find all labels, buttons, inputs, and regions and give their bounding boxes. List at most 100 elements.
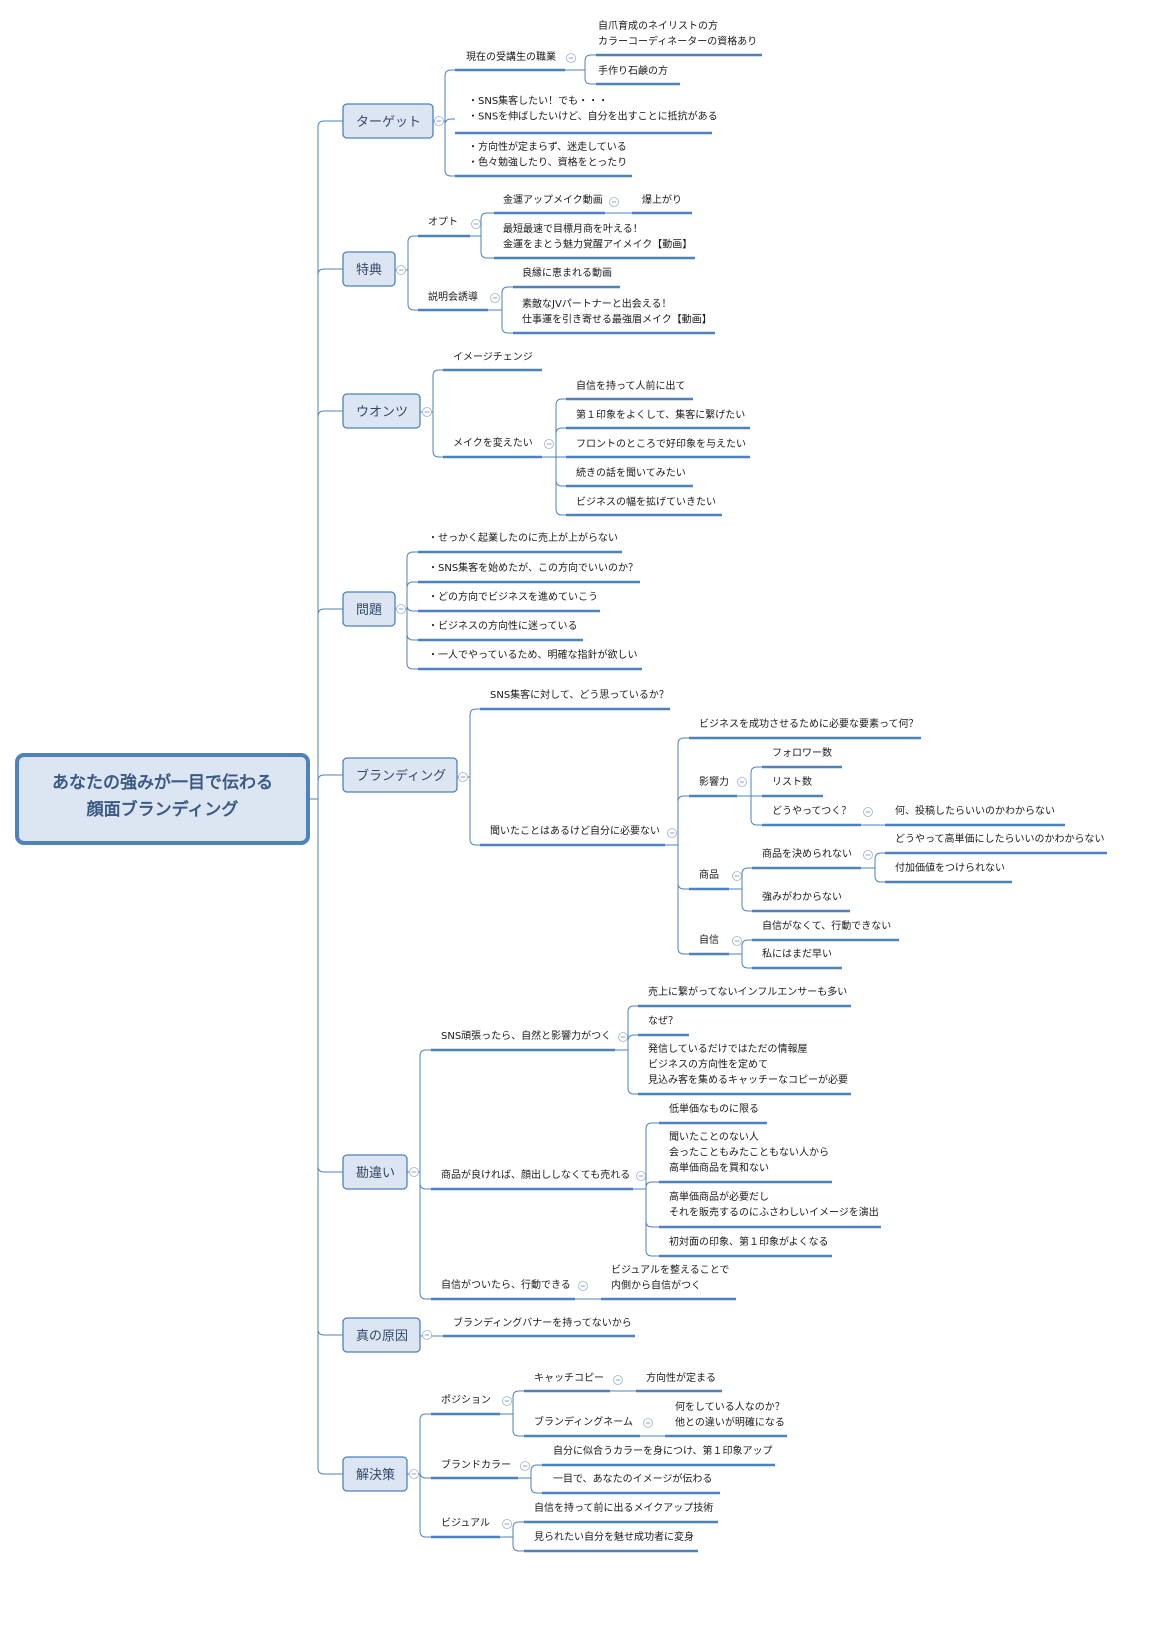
shin-c1-label: ブランディングバナーを持ってないから [453,1316,632,1329]
wants-w2-collapse-icon[interactable] [544,439,554,449]
target-job-a-label: カラーコーディネーターの資格あり [598,35,757,48]
target-job-b: 手作り石鹸の方 [598,64,668,77]
kanchigai-k1: SNS頑張ったら、自然と影響力がつく [441,1029,611,1042]
wants-w1-label: イメージチェンジ [453,351,533,363]
wants-collapse-icon[interactable] [422,407,432,417]
tokuten-s1: 良縁に恵まれる動画 [522,266,612,279]
kaiketsu-color: ブランドカラー [441,1458,511,1471]
kaiketsu-v2: 見られたい自分を魅せ成功者に変身 [534,1530,694,1543]
root-topic-box[interactable] [15,753,310,845]
branding-kimerarenai: 商品を決められない [762,847,852,860]
tokuten-opt1-child: 爆上がり [642,193,682,206]
collapse-buttons[interactable] [396,53,873,1529]
target-job-collapse-icon[interactable] [566,53,576,63]
kaiketsu-box[interactable] [342,1456,408,1492]
mondai-item-label: ・どの方向でビジネスを進めていこう [428,590,598,603]
shin-collapse-icon[interactable] [422,1330,432,1340]
branding-how-collapse-icon[interactable] [863,807,873,817]
wants-w2: メイクを変えたい [453,436,533,449]
kaiketsu-v1: 自信を持って前に出るメイクアップ技術 [534,1501,713,1514]
kaiketsu-color1: 自分に似合うカラーを身につけ、第１印象アップ [553,1444,773,1457]
mondai-collapse-icon[interactable] [396,604,406,614]
mondai-item: ・一人でやっているため、明確な指針が欲しい [428,648,638,661]
target-t3-label: ・色々勉強したり、資格をとったり [468,156,627,169]
kaiketsu-pos-label: ポジション [441,1394,491,1406]
kaiketsu-collapse-icon[interactable] [409,1469,419,1479]
kaiketsu-bname: ブランディングネーム [534,1415,633,1428]
branding-b2-label: 聞いたことはあるけど自分に必要ない [490,824,660,837]
wants-w2-item: 第１印象をよくして、集客に繋げたい [576,408,745,421]
kaiketsu-catch-collapse-icon[interactable] [613,1375,623,1385]
kanchigai-label: 勘違い [356,1166,395,1181]
branding-how-child-label: 何、投稿したらいいのかわからない [895,804,1055,817]
branding-b2-collapse-icon[interactable] [667,828,677,838]
kaiketsu-color1-label: 自分に似合うカラーを身につけ、第１印象アップ [553,1444,773,1457]
branding-b2: 聞いたことはあるけど自分に必要ない [490,824,660,837]
branding-box[interactable] [342,757,458,793]
branding-how-label: どうやってつく？ [772,805,851,817]
branding-how-child: 何、投稿したらいいのかわからない [895,804,1055,817]
tokuten-opt-collapse-icon[interactable] [471,219,481,229]
wants-w2-item: 続きの話を聞いてみたい [576,466,686,479]
kanchigai-collapse-icon[interactable] [409,1167,419,1177]
mondai-item: ・SNS集客を始めたが、この方向でいいのか？ [428,561,638,574]
branding-b1-label: SNS集客に対して、どう思っているか？ [490,688,669,701]
shin-box[interactable] [342,1317,421,1353]
wants-box[interactable] [342,393,421,429]
topic-underlines [418,53,1107,1553]
target-box[interactable] [342,103,434,139]
kaiketsu-bname-collapse-icon[interactable] [643,1418,653,1428]
kanchigai-k2-collapse-icon[interactable] [636,1171,646,1181]
kaiketsu-pos-collapse-icon[interactable] [502,1396,512,1406]
kaiketsu-catch-child-label: 方向性が定まる [646,1371,716,1384]
kanchigai-k3-collapse-icon[interactable] [578,1281,588,1291]
branding-tsuyomi-label: 強みがわからない [762,890,842,903]
kaiketsu-v1-label: 自信を持って前に出るメイクアップ技術 [534,1501,713,1514]
branding-eikyo-collapse-icon[interactable] [737,777,747,787]
target-job-label: 現在の受講生の職業 [466,50,556,63]
shin-label: 真の原因 [356,1329,408,1344]
branding-shohin-label: 商品 [699,868,719,881]
kanchigai-k2-c1-label: 低単価なものに限る [669,1102,759,1115]
mondai-item-label: ・せっかく起業したのに売上が上がらない [428,531,618,544]
target-collapse-icon[interactable] [434,116,444,126]
kanchigai-k3-c-label: 内側から自信がつく [611,1279,701,1292]
mondai-item: ・せっかく起業したのに売上が上がらない [428,531,618,544]
tokuten-opt1-collapse-icon[interactable] [609,197,619,207]
branding-shohin-collapse-icon[interactable] [732,871,742,881]
kanchigai-k1-collapse-icon[interactable] [618,1032,628,1042]
target-t3: ・方向性が定まらず、迷走している・色々勉強したり、資格をとったり [468,140,627,169]
kaiketsu-bname-child-label: 他との違いが明確になる [675,1416,785,1429]
tokuten-box[interactable] [342,251,396,287]
kanchigai-k1-c3-label: 見込み客を集めるキャッチーなコピーが必要 [648,1073,848,1086]
branding-kimerarenai-collapse-icon[interactable] [863,850,873,860]
target-job-b-label: 手作り石鹸の方 [598,64,668,77]
branding-k2-label: 付加価値をつけられない [895,861,1005,874]
kanchigai-k3-label: 自信がついたら、行動できる [441,1278,571,1291]
topic-labels: あなたの強みが一目で伝わる顔面ブランディングターゲット特典ウオンツ問題ブランディ… [52,19,1105,1543]
branding-collapse-icon[interactable] [458,772,468,782]
tokuten-setsumei-collapse-icon[interactable] [490,293,500,303]
kanchigai-k1-c3-label: 発信しているだけではただの情報屋 [648,1042,808,1055]
branding-jishin-collapse-icon[interactable] [732,936,742,946]
kaiketsu-color-collapse-icon[interactable] [520,1461,530,1471]
mondai-item-label: ・SNS集客を始めたが、この方向でいいのか？ [428,561,638,574]
kaiketsu-pos: ポジション [441,1394,491,1406]
tokuten-label: 特典 [356,263,382,278]
branding-list: リスト数 [772,775,812,788]
mondai-label: 問題 [356,603,382,618]
tokuten-collapse-icon[interactable] [396,265,406,275]
kanchigai-box[interactable] [342,1154,408,1190]
wants-w2-item-label: ビジネスの幅を拡げていきたい [576,495,716,508]
mondai-box[interactable] [342,591,396,627]
branding-jishin: 自信 [699,933,719,946]
kaiketsu-catch-child: 方向性が定まる [646,1371,716,1384]
branding-k2: 付加価値をつけられない [895,861,1005,874]
tokuten-opt-label: オプト [428,216,458,228]
kaiketsu-label: 解決策 [356,1467,395,1483]
kanchigai-k1-c3: 発信しているだけではただの情報屋ビジネスの方向性を定めて見込み客を集めるキャッチ… [648,1042,848,1086]
tokuten-opt2-label: 金運をまとう魅力覚醒アイメイク【動画】 [503,238,692,251]
kaiketsu-visual-collapse-icon[interactable] [502,1519,512,1529]
